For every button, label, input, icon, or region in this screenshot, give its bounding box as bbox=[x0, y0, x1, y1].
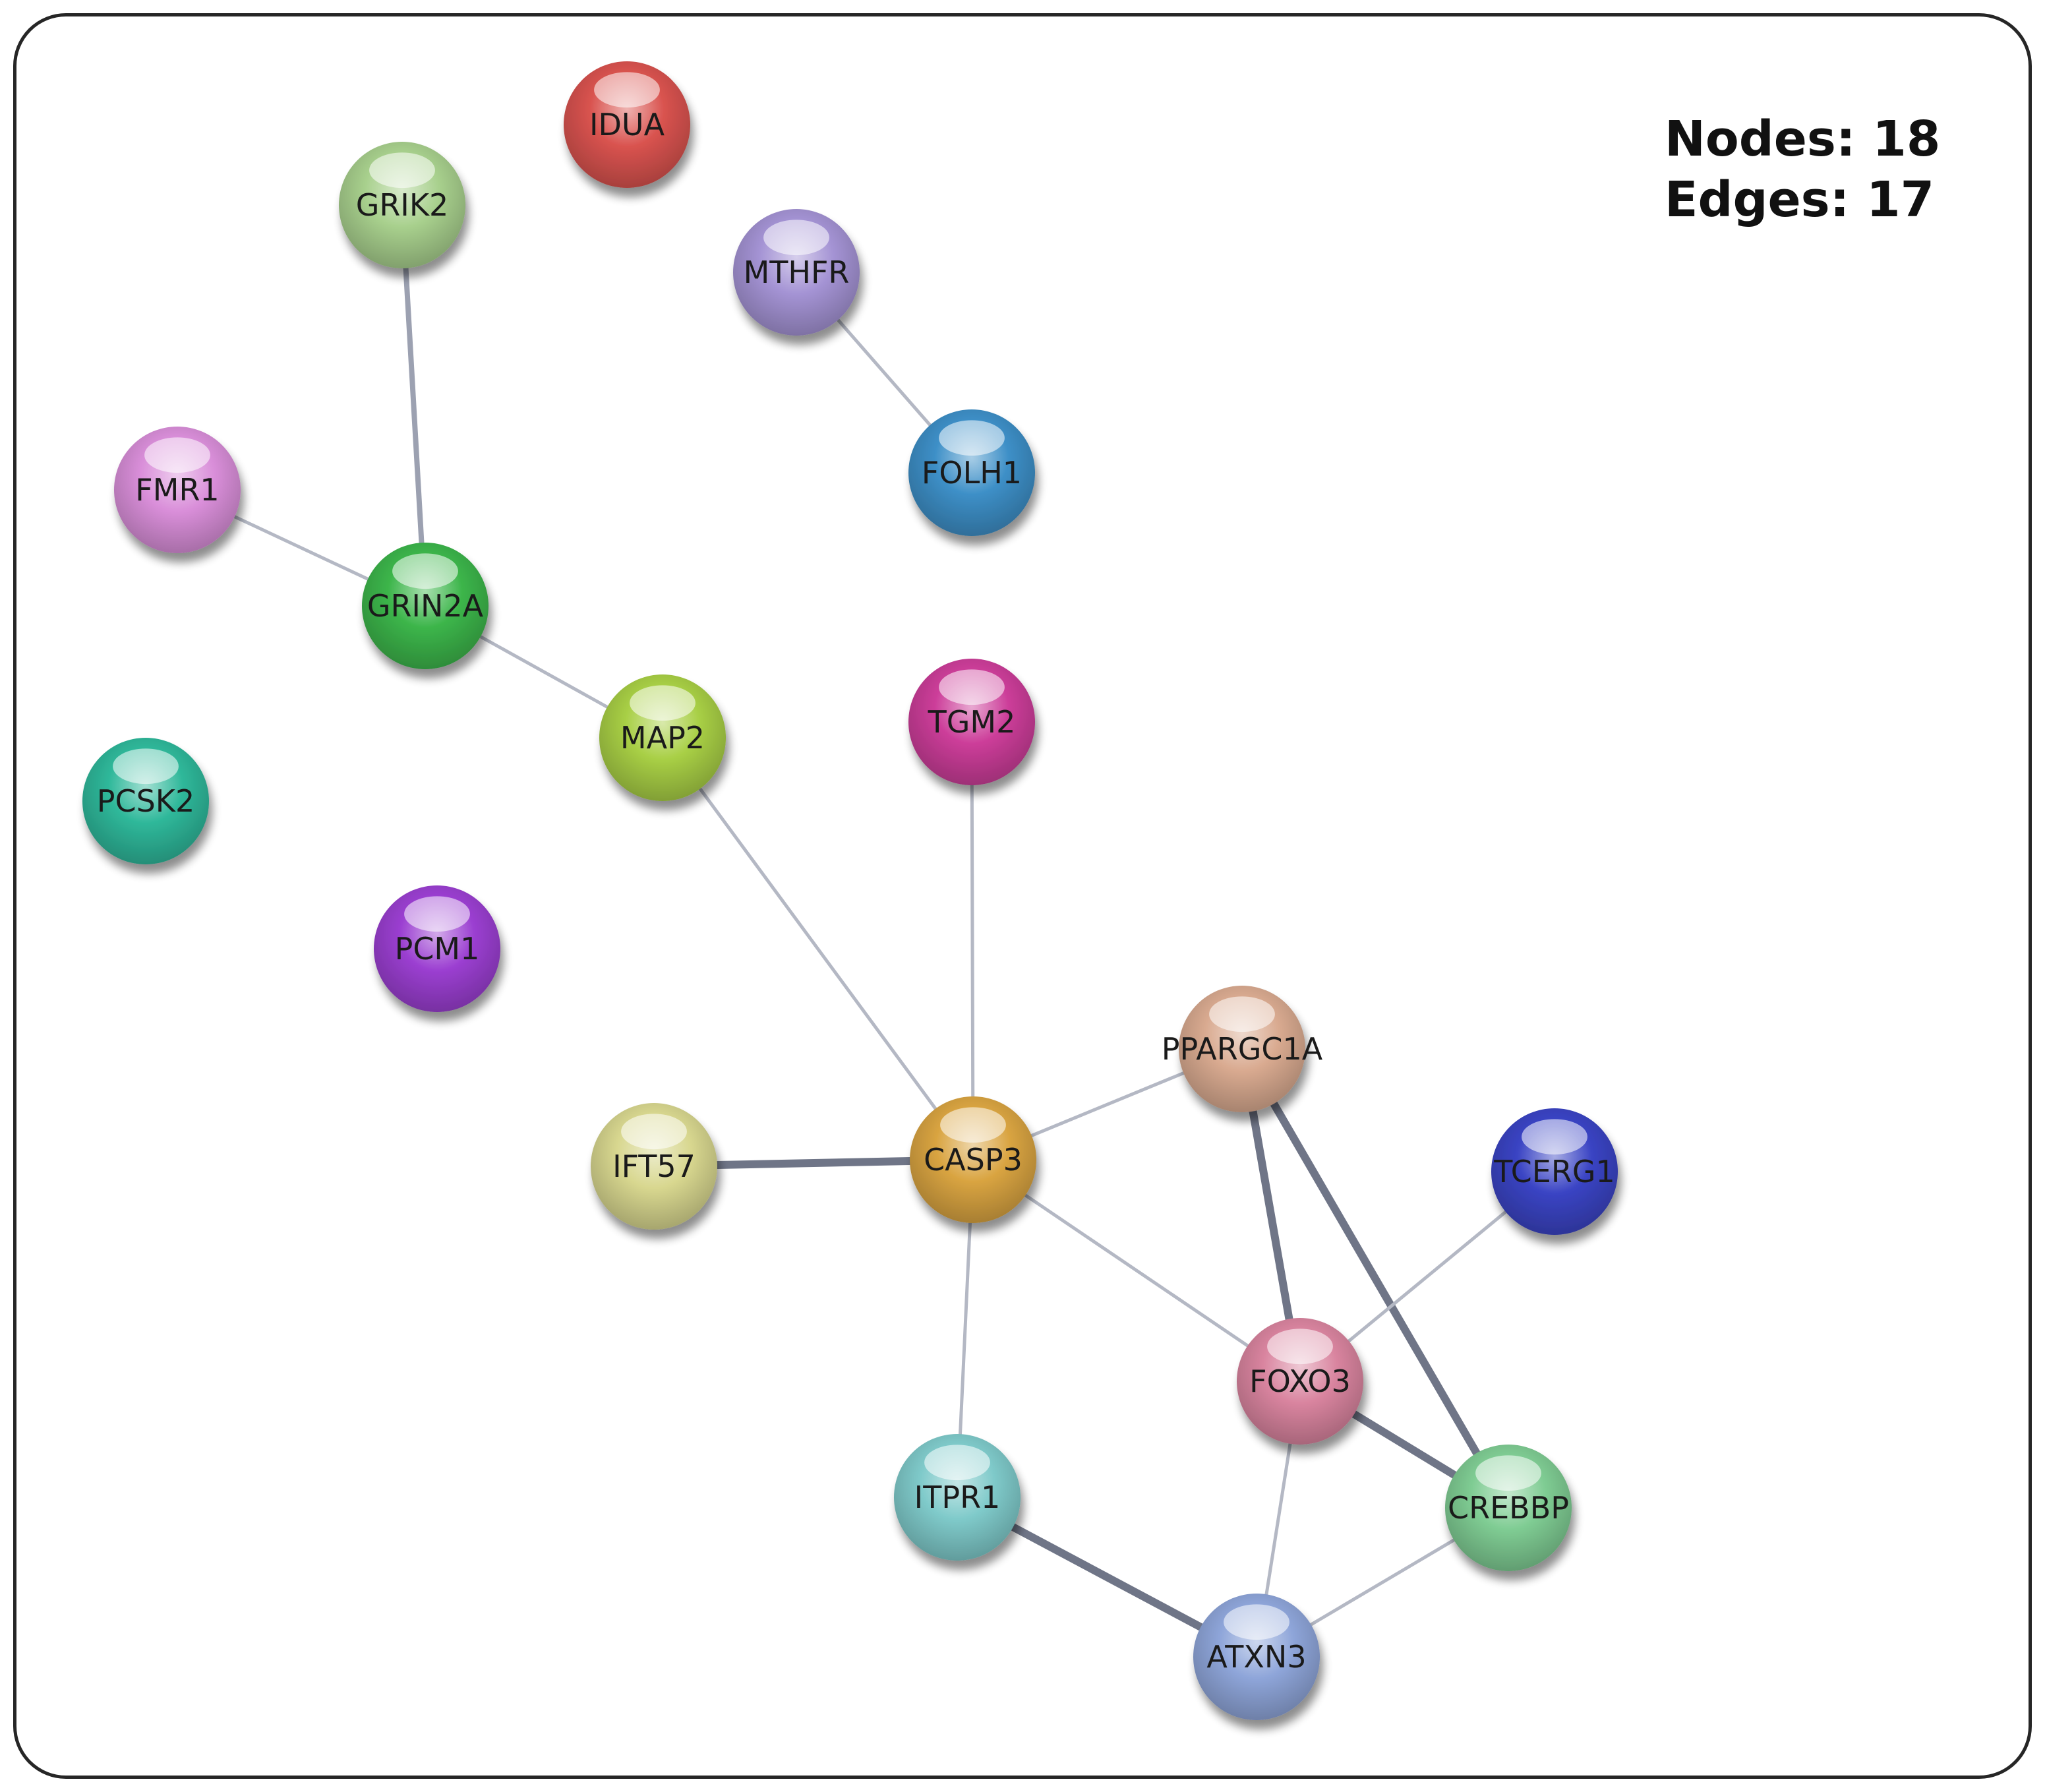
node-label: TGM2 bbox=[928, 704, 1016, 740]
node-label: PPARGC1A bbox=[1162, 1031, 1323, 1067]
node-highlight bbox=[940, 1107, 1006, 1143]
node-highlight bbox=[630, 685, 696, 721]
node-label: ITPR1 bbox=[914, 1479, 1001, 1515]
node-label: IFT57 bbox=[612, 1149, 696, 1184]
node-highlight bbox=[392, 553, 458, 589]
node-highlight bbox=[594, 72, 660, 108]
node-highlight bbox=[924, 1445, 990, 1481]
node-label: IDUA bbox=[589, 107, 665, 142]
node-tgm2[interactable]: TGM2 bbox=[908, 659, 1035, 785]
network-stats: Nodes: 18 Edges: 17 bbox=[1665, 109, 2007, 230]
node-label: TCERG1 bbox=[1493, 1154, 1615, 1189]
node-highlight bbox=[1267, 1329, 1333, 1365]
nodes-count-value: 18 bbox=[1872, 111, 1941, 167]
node-label: FMR1 bbox=[135, 472, 219, 508]
node-highlight bbox=[404, 896, 470, 932]
edge-grik2-grin2a[interactable] bbox=[400, 202, 428, 609]
edges-count-row: Edges: 17 bbox=[1665, 169, 2007, 230]
node-ppargc1a[interactable]: PPARGC1A bbox=[1162, 986, 1323, 1112]
nodes-count-row: Nodes: 18 bbox=[1665, 109, 2007, 169]
node-highlight bbox=[144, 437, 210, 473]
node-highlight bbox=[1522, 1119, 1587, 1155]
edges-count-label: Edges: bbox=[1665, 171, 1850, 228]
node-label: PCM1 bbox=[395, 931, 480, 967]
node-highlight bbox=[939, 420, 1005, 456]
node-label: FOXO3 bbox=[1249, 1363, 1351, 1399]
node-label: MTHFR bbox=[744, 254, 850, 290]
node-pcm1[interactable]: PCM1 bbox=[374, 885, 500, 1012]
edges-count-value: 17 bbox=[1866, 171, 1935, 228]
node-foxo3[interactable]: FOXO3 bbox=[1237, 1318, 1363, 1445]
node-pcsk2[interactable]: PCSK2 bbox=[82, 738, 209, 864]
node-casp3[interactable]: CASP3 bbox=[910, 1096, 1036, 1223]
node-label: FOLH1 bbox=[922, 455, 1022, 491]
node-highlight bbox=[369, 152, 435, 189]
nodes-count-label: Nodes: bbox=[1665, 111, 1856, 167]
node-highlight bbox=[939, 669, 1005, 705]
node-label: CREBBP bbox=[1448, 1490, 1569, 1526]
node-grik2[interactable]: GRIK2 bbox=[339, 142, 465, 268]
node-crebbp[interactable]: CREBBP bbox=[1445, 1445, 1572, 1571]
node-fmr1[interactable]: FMR1 bbox=[114, 427, 241, 553]
node-tcerg1[interactable]: TCERG1 bbox=[1491, 1108, 1618, 1235]
node-idua[interactable]: IDUA bbox=[564, 61, 690, 188]
node-highlight bbox=[1224, 1604, 1289, 1640]
node-grin2a[interactable]: GRIN2A bbox=[362, 543, 489, 669]
node-label: CASP3 bbox=[924, 1142, 1023, 1178]
node-highlight bbox=[763, 220, 829, 256]
node-map2[interactable]: MAP2 bbox=[599, 674, 726, 801]
node-ift57[interactable]: IFT57 bbox=[591, 1103, 717, 1230]
node-highlight bbox=[113, 748, 179, 785]
node-label: GRIK2 bbox=[356, 187, 449, 223]
node-itpr1[interactable]: ITPR1 bbox=[894, 1434, 1021, 1561]
node-atxn3[interactable]: ATXN3 bbox=[1193, 1594, 1320, 1720]
node-highlight bbox=[621, 1114, 687, 1150]
node-highlight bbox=[1475, 1455, 1541, 1491]
edge-tgm2-casp3[interactable] bbox=[970, 720, 975, 1162]
node-label: PCSK2 bbox=[97, 783, 195, 819]
node-label: ATXN3 bbox=[1206, 1639, 1306, 1675]
node-label: MAP2 bbox=[620, 720, 705, 756]
node-mthfr[interactable]: MTHFR bbox=[733, 209, 860, 336]
node-label: GRIN2A bbox=[367, 588, 484, 624]
node-folh1[interactable]: FOLH1 bbox=[908, 409, 1035, 536]
edge-casp3-foxo3[interactable] bbox=[971, 1158, 1302, 1383]
edge-map2-casp3[interactable] bbox=[661, 736, 975, 1162]
node-highlight bbox=[1209, 996, 1275, 1032]
edge-ppargc1a-crebbp[interactable] bbox=[1238, 1045, 1512, 1512]
